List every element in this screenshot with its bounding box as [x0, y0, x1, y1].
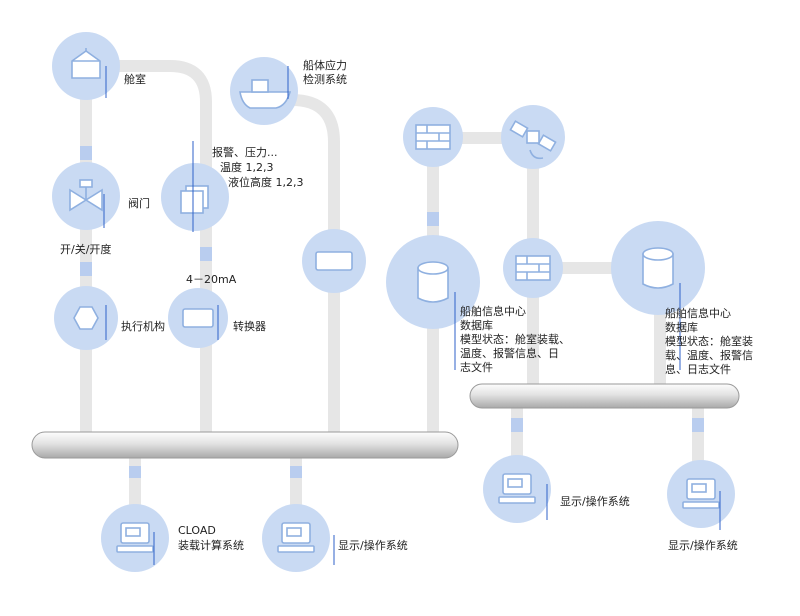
firewall-node-top[interactable] — [403, 107, 463, 167]
pipe-cabin-link — [110, 60, 212, 440]
db-right-line-3: 模型状态：舱室装 — [665, 335, 753, 348]
display-computer-node-1[interactable] — [262, 504, 330, 572]
pipe-hull-link — [291, 94, 340, 440]
actuator-node[interactable] — [54, 286, 118, 350]
open-close-label: 开/关/开度 — [60, 243, 112, 256]
firewall-node-middle[interactable] — [503, 238, 563, 298]
tank-icon — [71, 48, 101, 79]
computer-icon-3 — [498, 473, 536, 504]
hull-module-node[interactable] — [302, 229, 366, 293]
display-label-2: 显示/操作系统 — [560, 495, 630, 508]
alarm-label-3: 液位高度 1,2,3 — [228, 176, 304, 189]
satellite-icon — [509, 120, 557, 160]
converter-node[interactable] — [168, 288, 228, 348]
display-label-1: 显示/操作系统 — [338, 539, 408, 552]
converter-label: 转换器 — [233, 320, 266, 333]
display-computer-node-3[interactable] — [667, 460, 735, 528]
cload-label-2: 装载计算系统 — [178, 539, 244, 552]
db-left-line-3: 模型状态：舱室装载、 — [460, 333, 570, 346]
hull-stress-label-2: 检测系统 — [303, 73, 347, 86]
database-node-right[interactable] — [611, 221, 705, 315]
cabin-node[interactable] — [52, 32, 120, 100]
cabin-label: 舱室 — [124, 73, 146, 86]
valve-label: 阀门 — [128, 197, 150, 210]
cload-label-1: CLOAD — [178, 524, 216, 537]
display-computer-node-2[interactable] — [483, 455, 551, 523]
valve-node[interactable] — [52, 162, 120, 230]
database-node-left[interactable] — [386, 235, 480, 329]
alarm-label-1: 报警、压力... — [212, 146, 278, 159]
database-icon — [417, 261, 449, 303]
current-label: 4－20mA — [186, 273, 237, 286]
main-bus — [31, 431, 459, 459]
db-right-line-2: 数据库 — [665, 321, 698, 334]
firewall-icon — [415, 124, 451, 150]
valve-icon — [69, 179, 103, 212]
db-left-line-2: 数据库 — [460, 319, 493, 332]
db-right-line-5: 息、日志文件 — [665, 363, 731, 376]
module-icon — [315, 251, 353, 271]
hull-stress-node[interactable] — [230, 57, 298, 125]
database-icon-2 — [642, 247, 674, 289]
firewall-icon-2 — [515, 255, 551, 281]
actuator-label: 执行机构 — [121, 320, 165, 333]
hexagon-icon — [73, 306, 99, 330]
db-right-line-4: 载、温度、报警信 — [665, 349, 753, 362]
db-left-line-4: 温度、报警信息、日 — [460, 347, 559, 360]
sensor-node[interactable] — [161, 163, 229, 231]
callout-lines — [103, 66, 721, 565]
alarm-label-2: 温度 1,2,3 — [220, 161, 274, 174]
db-left-line-5: 志文件 — [460, 361, 493, 374]
secondary-bus — [469, 383, 740, 409]
satellite-node[interactable] — [501, 105, 565, 169]
display-label-3: 显示/操作系统 — [668, 539, 738, 552]
computer-icon — [116, 522, 154, 553]
hull-stress-label-1: 船体应力 — [303, 59, 347, 72]
db-right-line-1: 船舶信息中心 — [665, 307, 731, 320]
computer-icon-4 — [682, 478, 720, 509]
computer-icon-2 — [277, 522, 315, 553]
document-stack-icon — [180, 185, 209, 214]
converter-icon — [182, 308, 214, 328]
cload-computer-node[interactable] — [101, 504, 169, 572]
db-left-line-1: 船舶信息中心 — [460, 305, 526, 318]
